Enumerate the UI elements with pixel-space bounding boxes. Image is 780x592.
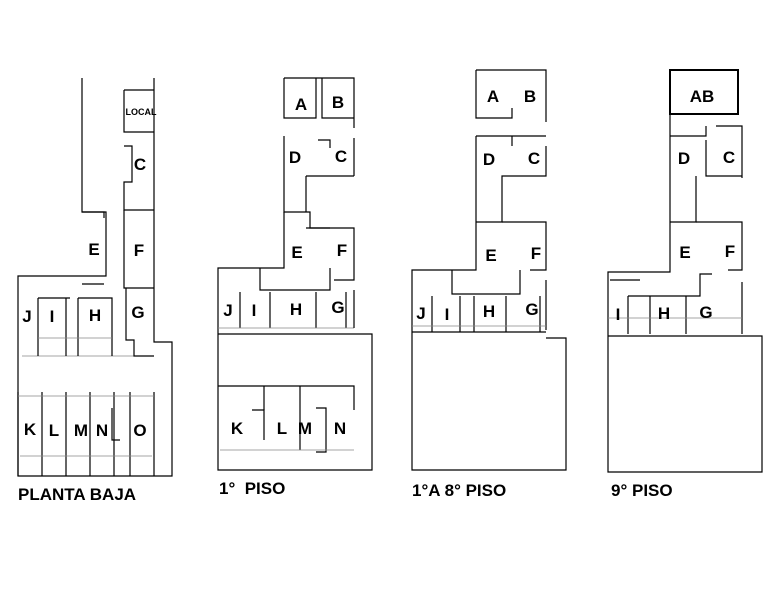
unit-label-g: G xyxy=(699,303,712,322)
unit-label-k: K xyxy=(231,419,244,438)
plan-1-a-8-piso xyxy=(411,69,567,471)
unit-label-d: D xyxy=(678,149,690,168)
unit-label-f: F xyxy=(337,241,347,260)
plan-title-1-piso: 1° PISO xyxy=(219,479,285,498)
unit-label-d: D xyxy=(483,150,495,169)
unit-label-j: J xyxy=(22,307,31,326)
unit-label-f: F xyxy=(725,242,735,261)
unit-label-k: K xyxy=(24,420,37,439)
unit-label-j: J xyxy=(223,301,232,320)
unit-label-f: F xyxy=(531,244,541,263)
plan-title-1-a-8-piso: 1°A 8° PISO xyxy=(412,481,506,500)
unit-label-e: E xyxy=(679,243,690,262)
unit-label-c: C xyxy=(528,149,540,168)
unit-label-e: E xyxy=(485,246,496,265)
plan-planta-baja xyxy=(17,78,173,477)
unit-label-h: H xyxy=(89,306,101,325)
unit-label-g: G xyxy=(331,298,344,317)
unit-label-g: G xyxy=(525,300,538,319)
unit-label-h: H xyxy=(658,304,670,323)
unit-label-c: C xyxy=(723,148,735,167)
unit-label-i: I xyxy=(252,301,257,320)
unit-label-a: A xyxy=(295,95,307,114)
unit-label-e: E xyxy=(291,243,302,262)
unit-label-c: C xyxy=(134,155,146,174)
unit-label-b: B xyxy=(332,93,344,112)
label-local: LOCAL xyxy=(126,107,157,117)
unit-label-h: H xyxy=(290,300,302,319)
unit-label-l: L xyxy=(49,421,59,440)
unit-label-m: M xyxy=(298,419,312,438)
unit-label-i: I xyxy=(445,305,450,324)
unit-label-i: I xyxy=(50,307,55,326)
plan-title-planta-baja: PLANTA BAJA xyxy=(18,485,136,504)
unit-label-m: M xyxy=(74,421,88,440)
unit-label-n: N xyxy=(96,421,108,440)
unit-label-n: N xyxy=(334,419,346,438)
unit-label-f: F xyxy=(134,241,144,260)
unit-label-ab: AB xyxy=(690,87,715,106)
unit-label-c: C xyxy=(335,147,347,166)
unit-label-j: J xyxy=(416,304,425,323)
unit-label-i: I xyxy=(616,305,621,324)
unit-label-e: E xyxy=(88,240,99,259)
unit-label-a: A xyxy=(487,87,499,106)
unit-label-b: B xyxy=(524,87,536,106)
plan-title-9-piso: 9° PISO xyxy=(611,481,673,500)
unit-label-o: O xyxy=(133,421,146,440)
unit-label-h: H xyxy=(483,302,495,321)
unit-label-d: D xyxy=(289,148,301,167)
plan-1-piso xyxy=(217,77,373,471)
unit-label-g: G xyxy=(131,303,144,322)
unit-label-l: L xyxy=(277,419,287,438)
plan-9-piso xyxy=(607,69,763,473)
